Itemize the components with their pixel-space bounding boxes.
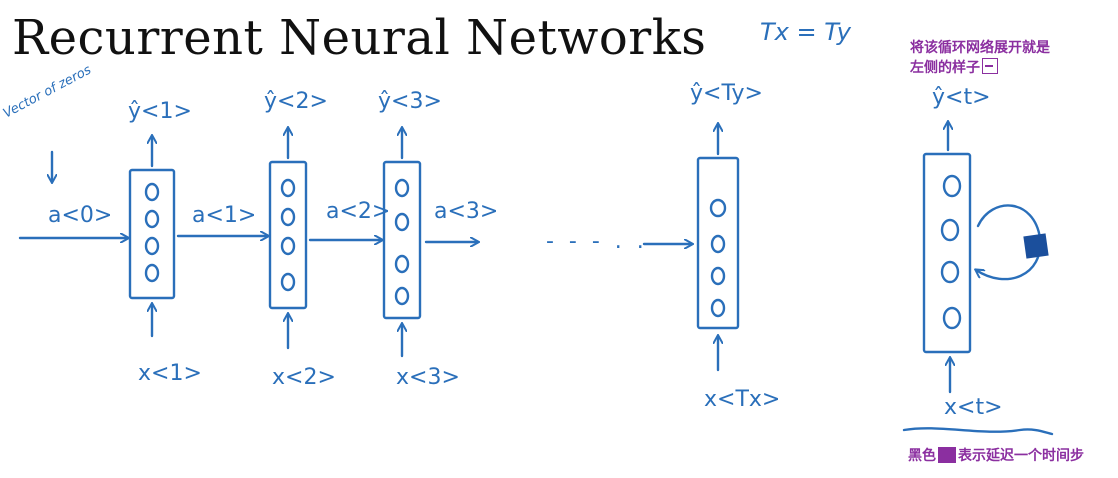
a3-label: a<3> xyxy=(434,199,498,224)
annotation-unroll: 将该循环网络展开就是 左侧的样子 xyxy=(910,38,1050,78)
rnn-cell-t xyxy=(696,156,740,330)
annotation-delay-prefix: 黑色 xyxy=(908,448,936,464)
rnn-cell-rolled xyxy=(922,152,972,354)
rnn-cell-3 xyxy=(382,160,422,320)
rnn-cell-1 xyxy=(128,168,176,300)
a0-label: a<0> xyxy=(48,203,112,228)
a1-label: a<1> xyxy=(192,203,256,228)
y2-label: ŷ<2> xyxy=(264,89,328,114)
delay-block xyxy=(1023,233,1049,259)
y3-label: ŷ<3> xyxy=(378,89,442,114)
vector-zeros-note: Vector of zeros xyxy=(1,62,94,121)
rnn-cell-2 xyxy=(268,160,308,310)
xt-label: x<Tx> xyxy=(704,387,780,412)
y1-label: ŷ<1> xyxy=(128,99,192,124)
ellipsis: - - - . . xyxy=(546,229,648,254)
x3-label: x<3> xyxy=(396,365,460,390)
annotation-delay: 黑色 表示延迟一个时间步 xyxy=(908,446,1084,466)
a2-label: a<2> xyxy=(326,199,390,224)
annotation-unroll-line2: 左侧的样子 xyxy=(910,60,980,76)
annotation-unroll-line1: 将该循环网络展开就是 xyxy=(910,40,1050,56)
black-square-icon xyxy=(938,447,956,463)
yt-label: ŷ<Ty> xyxy=(690,81,763,106)
x1-label: x<1> xyxy=(138,361,202,386)
x-rolled-label: x<t> xyxy=(944,395,1003,420)
x2-label: x<2> xyxy=(272,365,336,390)
arrow-left-box-icon xyxy=(982,58,998,74)
annotation-delay-suffix: 表示延迟一个时间步 xyxy=(958,448,1084,464)
underline-scribble xyxy=(902,427,1054,436)
tx-ty-label: Tx = Ty xyxy=(760,18,852,46)
y-rolled-label: ŷ<t> xyxy=(932,85,991,110)
slide-title: Recurrent Neural Networks xyxy=(12,10,707,66)
